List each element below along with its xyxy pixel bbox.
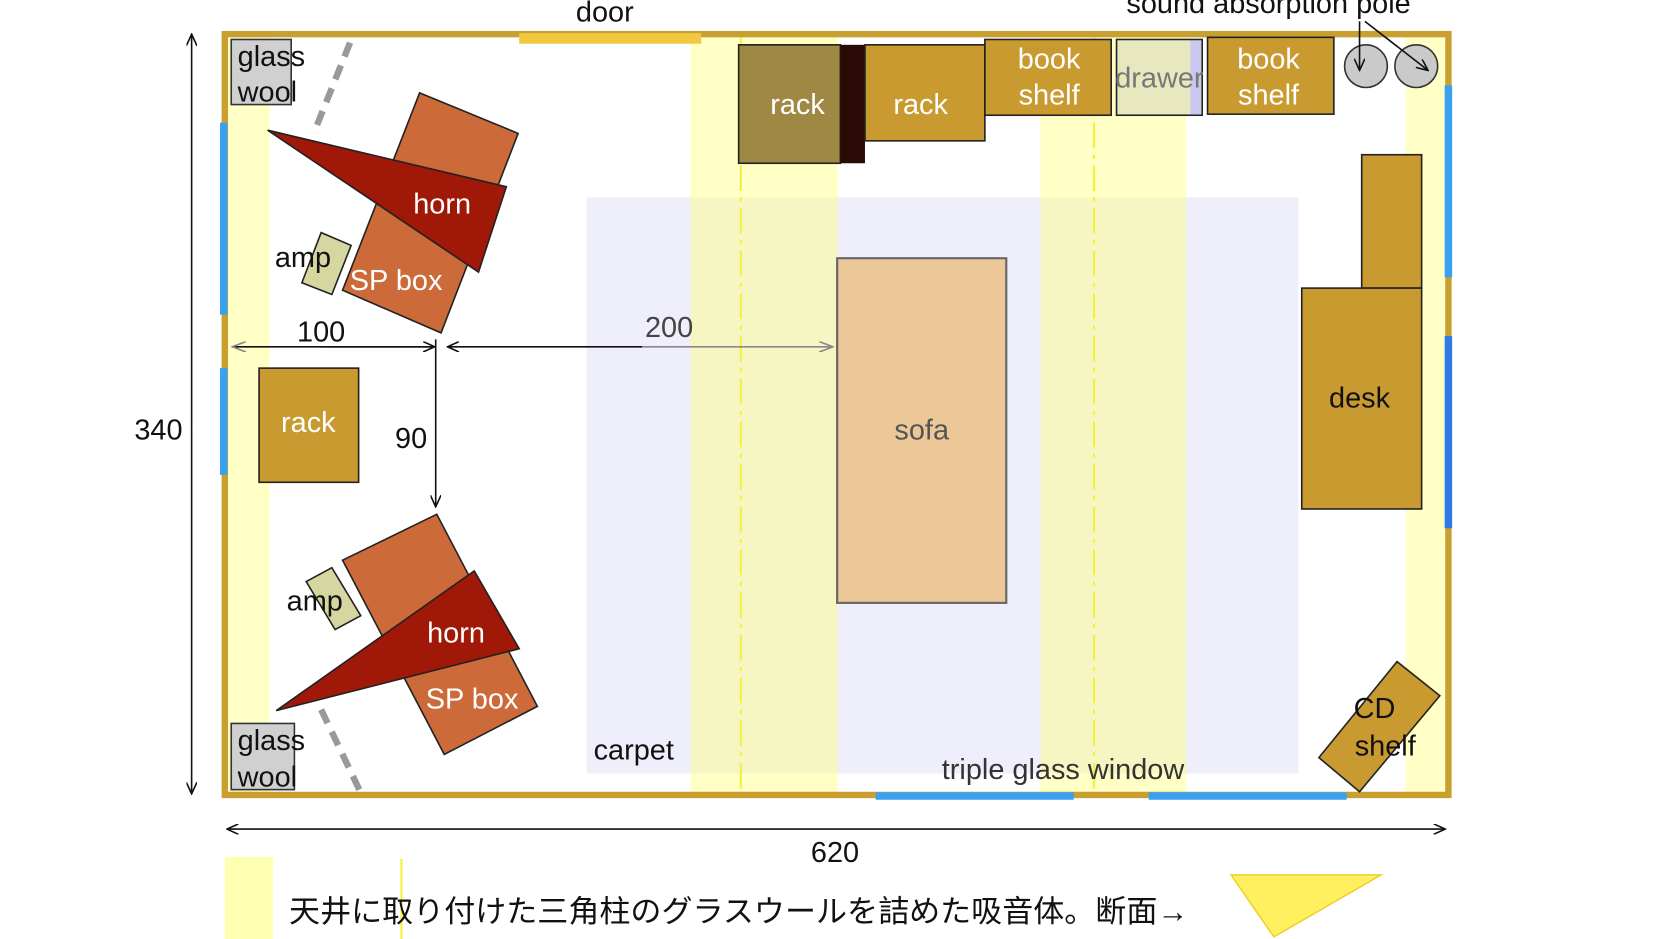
horn-top xyxy=(267,129,508,274)
book-shelf-2-label-1: book xyxy=(1237,43,1300,75)
book-shelf-2-label-2: shelf xyxy=(1238,80,1300,112)
drawer-label: drawer xyxy=(1115,63,1204,95)
cd-shelf-label-2: shelf xyxy=(1355,731,1417,763)
rack-left xyxy=(258,367,360,484)
rack-top-2-label: rack xyxy=(893,89,948,121)
rack-top-1-dark-strip xyxy=(840,44,865,164)
horn-bottom-label: horn xyxy=(427,617,485,649)
dim-label-200: 200 xyxy=(645,312,693,344)
amp-bottom-label: amp xyxy=(287,585,343,617)
desk xyxy=(1300,287,1423,510)
book-shelf-1-label-2: shelf xyxy=(1019,80,1081,112)
book-shelf-1 xyxy=(984,38,1112,117)
glass-wool-bottom-label-2: wool xyxy=(237,761,297,793)
book-shelf-1-label-1: book xyxy=(1018,43,1081,75)
pole-pointer-2 xyxy=(1364,20,1428,70)
book-shelf-2 xyxy=(1206,36,1335,115)
dim-label-90: 90 xyxy=(395,423,427,455)
drawer xyxy=(1115,38,1203,117)
horn-top-label: horn xyxy=(413,188,471,220)
sofa xyxy=(836,257,1008,604)
amp-bottom xyxy=(305,566,362,631)
sound-absorption-pole-1 xyxy=(1343,44,1389,89)
amp-top-label: amp xyxy=(275,242,331,274)
glass-wool-top-label-2: wool xyxy=(237,76,297,108)
dim-label-340: 340 xyxy=(134,415,182,447)
sp-box-top-label: SP box xyxy=(350,265,443,297)
dim-label-100: 100 xyxy=(297,316,345,348)
sp-box-bottom-label: SP box xyxy=(426,684,519,716)
legend-absorber-swatch xyxy=(224,856,273,939)
dashed-line-top xyxy=(310,41,354,135)
amp-top xyxy=(300,231,353,296)
glass-wool-bottom xyxy=(230,722,296,791)
door-label: door xyxy=(576,0,634,28)
cd-shelf-label-1: CD xyxy=(1354,693,1396,725)
dashed-line-bottom xyxy=(318,708,365,797)
rack-top-1 xyxy=(737,44,842,165)
absorber-cross-section-icon xyxy=(1229,874,1384,938)
triple-glass-window-label: triple glass window xyxy=(942,754,1185,786)
sofa-label: sofa xyxy=(894,415,950,447)
sound-absorption-pole-2 xyxy=(1394,44,1439,89)
rack-left-label: rack xyxy=(281,407,336,439)
cabinet-right xyxy=(1360,153,1423,289)
drawer-edge xyxy=(1190,40,1202,115)
legend-text: 天井に取り付けた三角柱のグラスウールを詰めた吸音体。断面→ xyxy=(289,894,1188,929)
cd-shelf xyxy=(1317,660,1441,793)
glass-wool-top-label-1: glass xyxy=(238,41,305,73)
carpet-label: carpet xyxy=(594,735,674,767)
absorber-center-2 xyxy=(1040,37,1187,793)
desk-label: desk xyxy=(1329,383,1391,415)
rack-top-1-label: rack xyxy=(770,89,825,121)
rack-top-2 xyxy=(864,44,986,142)
glass-wool-bottom-label-1: glass xyxy=(238,725,305,757)
horn-bottom xyxy=(275,569,521,712)
glass-wool-top xyxy=(230,38,292,106)
sound-absorption-pole-label: sound absorption pole xyxy=(1126,0,1410,20)
dim-label-620: 620 xyxy=(811,837,859,869)
windows xyxy=(219,85,1453,800)
